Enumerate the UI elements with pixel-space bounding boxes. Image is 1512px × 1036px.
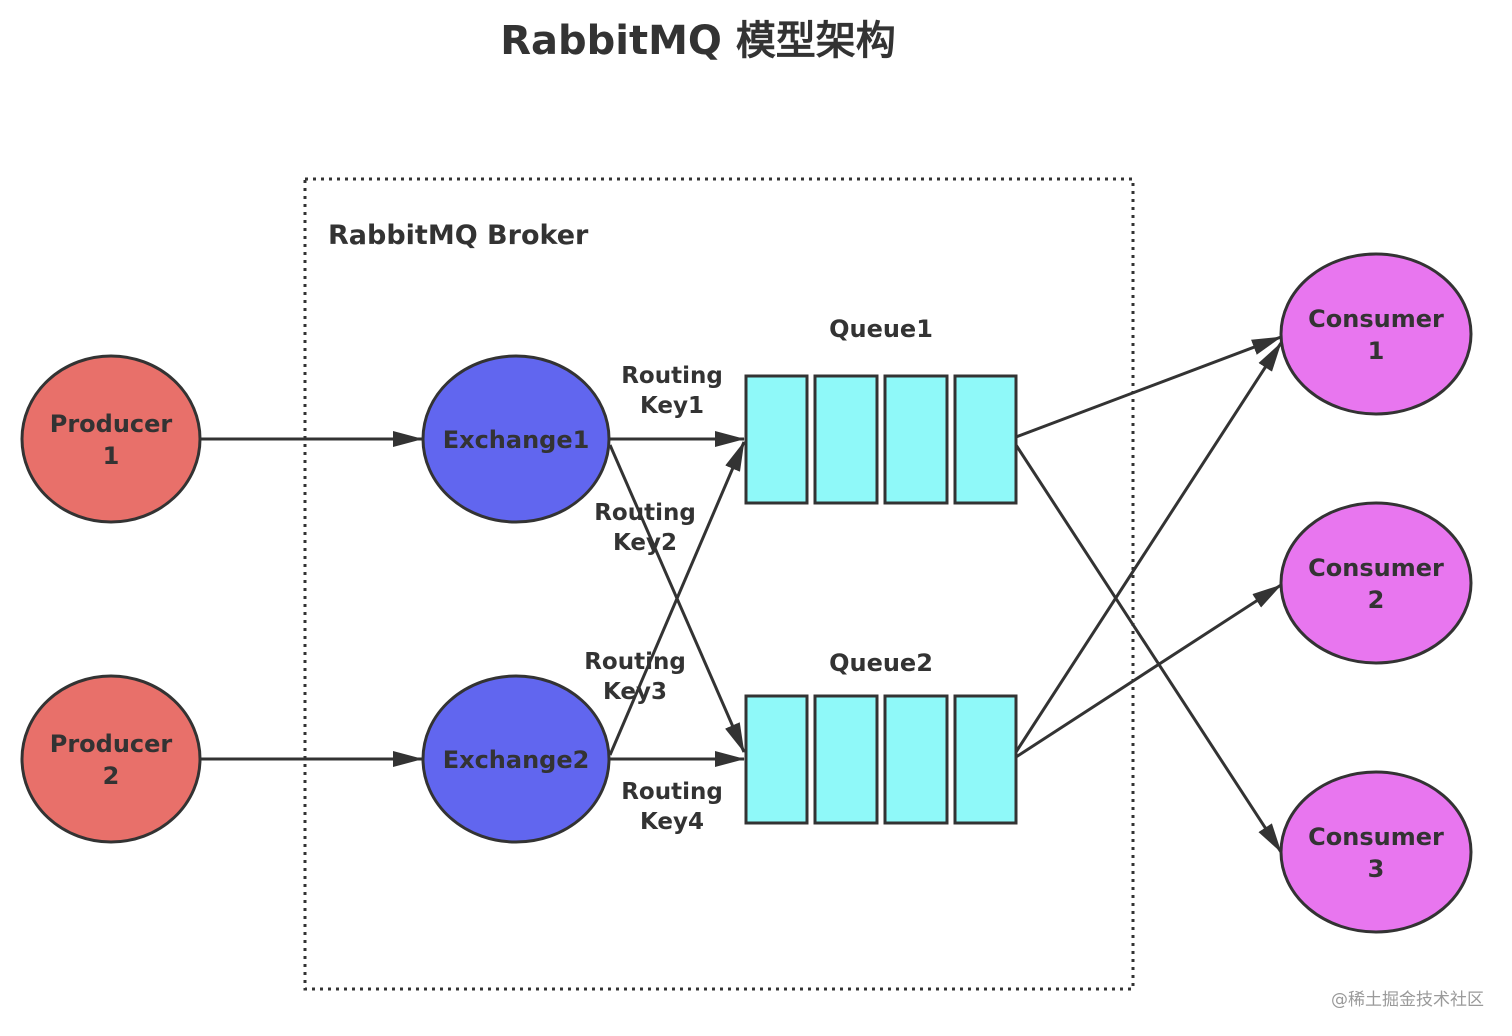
producer-2-number: 2	[103, 762, 120, 790]
queue-2-slot	[953, 694, 1018, 825]
exchange-1-label: Exchange1	[443, 426, 590, 454]
queue1-to-consumer3-arrow	[1014, 444, 1283, 853]
producer-1: Producer 1	[20, 354, 202, 524]
connections	[201, 335, 1283, 853]
producer-1-circle	[20, 354, 202, 524]
routing-key-1-line2: Key1	[640, 393, 704, 419]
producer-1-label: Producer	[50, 410, 173, 438]
routing-key-2: Routing Key2	[594, 500, 696, 556]
exchange-1: Exchange1	[421, 354, 611, 524]
routing-key-3-line2: Key3	[603, 679, 667, 705]
exchange2-to-queue1-arrow	[608, 441, 746, 756]
routing-key-1: Routing Key1	[621, 363, 723, 419]
producer-1-number: 1	[103, 442, 120, 470]
exchange-2: Exchange2	[421, 674, 611, 844]
producer-2-circle	[20, 674, 202, 844]
producer-2: Producer 2	[20, 674, 202, 844]
queue-2-slot	[883, 694, 949, 825]
consumer-2-circle	[1279, 501, 1473, 665]
exchange-2-label: Exchange2	[443, 746, 590, 774]
diagram-title: RabbitMQ 模型架构	[500, 18, 896, 64]
routing-key-4-line1: Routing	[621, 779, 723, 805]
routing-key-3: Routing Key3	[584, 649, 686, 705]
queue-2: Queue2	[744, 649, 1018, 825]
queue-2-slot	[744, 694, 809, 825]
consumer-3-circle	[1279, 770, 1473, 934]
consumer-1-label: Consumer	[1308, 305, 1444, 333]
producer-2-label: Producer	[50, 730, 173, 758]
queue2-to-consumer2-arrow	[1015, 583, 1282, 759]
queue1-to-consumer1-arrow	[1015, 335, 1282, 439]
exchange-1-circle	[421, 354, 611, 524]
routing-key-4: Routing Key4	[621, 779, 723, 835]
queue-1: Queue1	[744, 315, 1018, 505]
consumer-3-label: Consumer	[1308, 823, 1444, 851]
queue-1-slot	[883, 374, 949, 505]
watermark-text: @稀土掘金技术社区	[1331, 990, 1484, 1010]
consumer-1: Consumer 1	[1279, 252, 1473, 416]
consumer-2-number: 2	[1368, 586, 1385, 614]
routing-key-1-line1: Routing	[621, 363, 723, 389]
routing-key-2-line2: Key2	[613, 530, 677, 556]
consumer-2-label: Consumer	[1308, 554, 1444, 582]
queue-1-label: Queue1	[829, 315, 933, 343]
queue-2-label: Queue2	[829, 649, 933, 677]
routing-key-4-line2: Key4	[640, 809, 704, 835]
routing-key-2-line1: Routing	[594, 500, 696, 526]
exchange-2-circle	[421, 674, 611, 844]
consumer-1-number: 1	[1368, 337, 1385, 365]
routing-key-3-line1: Routing	[584, 649, 686, 675]
consumer-2: Consumer 2	[1279, 501, 1473, 665]
queue-2-slot	[813, 694, 879, 825]
queue2-to-consumer1-arrow	[1014, 342, 1283, 753]
queue-1-slot	[744, 374, 809, 505]
broker-boundary	[303, 177, 1135, 991]
queue-1-slot	[813, 374, 879, 505]
broker-label: RabbitMQ Broker	[328, 220, 589, 251]
consumer-3: Consumer 3	[1279, 770, 1473, 934]
consumer-1-circle	[1279, 252, 1473, 416]
consumer-3-number: 3	[1368, 855, 1385, 883]
queue-1-slot	[953, 374, 1018, 505]
